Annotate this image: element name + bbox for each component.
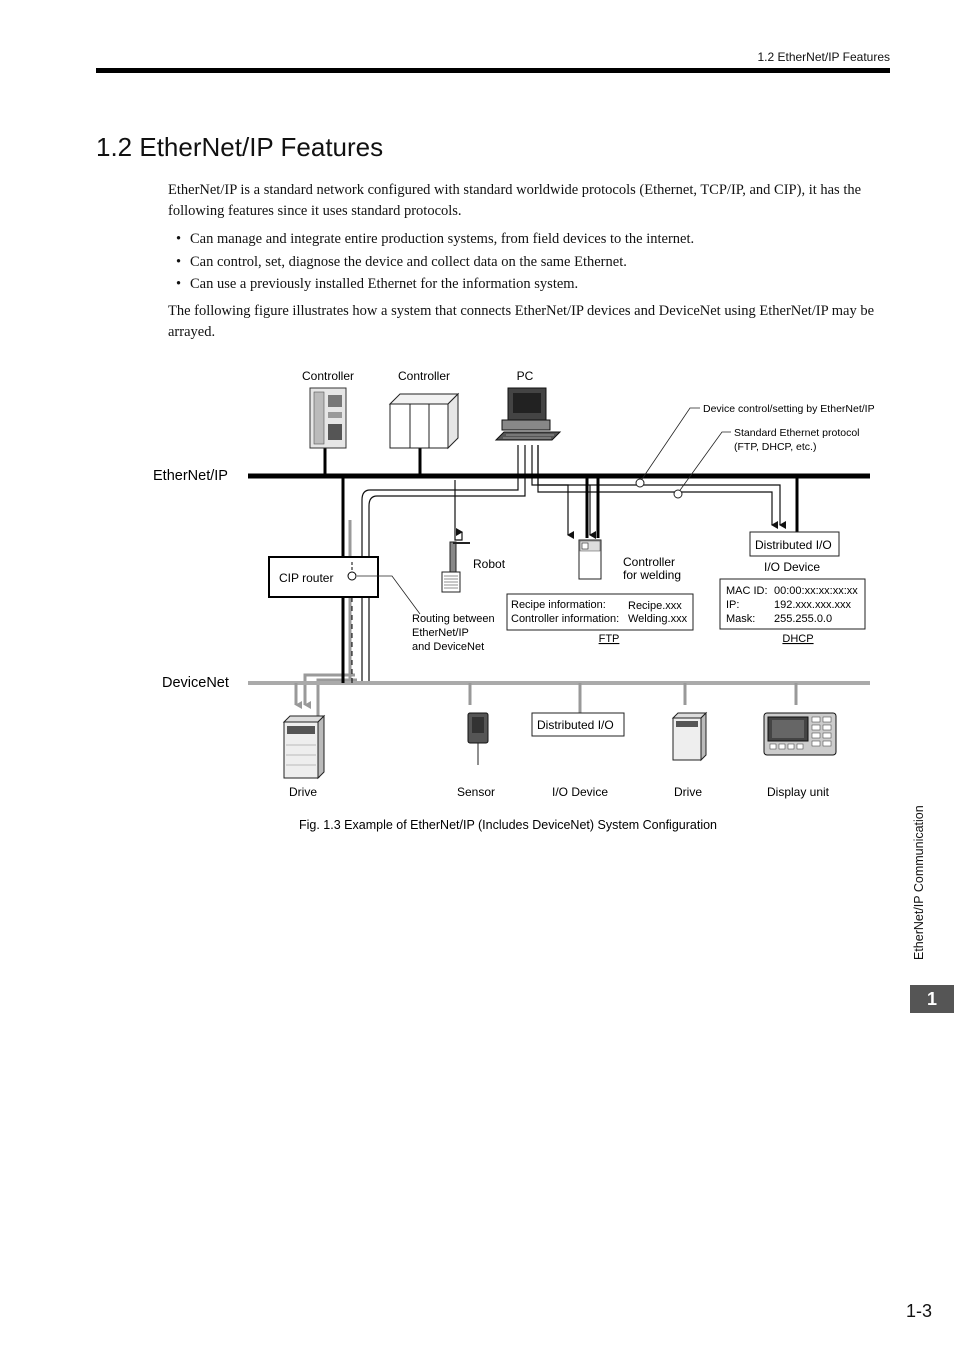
welding-controller-label-1: Controller <box>623 555 675 569</box>
page-number: 1-3 <box>905 1301 932 1321</box>
distributed-io-bottom-label: Distributed I/O <box>537 718 614 732</box>
pc-icon <box>494 387 562 441</box>
controller-info-label: Controller information: <box>511 613 619 625</box>
mask-value: 255.255.0.0 <box>774 613 832 625</box>
drive-icon-2 <box>671 711 708 762</box>
ethernet-routing-paths <box>361 445 786 685</box>
callout-standard-protocol-sub: (FTP, DHCP, etc.) <box>734 441 816 453</box>
figure-caption: Fig. 1.3 Example of EtherNet/IP (Include… <box>299 818 717 832</box>
robot-icon <box>441 541 470 593</box>
welding-controller-label-2: for welding <box>623 568 681 582</box>
mac-label: MAC ID: <box>726 585 768 597</box>
callout-standard-protocol: Standard Ethernet protocol <box>734 427 860 439</box>
ip-value: 192.xxx.xxx.xxx <box>774 599 852 611</box>
intro-paragraph: EtherNet/IP is a standard network config… <box>168 182 862 219</box>
ftp-info-box: Recipe information: Recipe.xxx Controlle… <box>506 593 694 631</box>
system-configuration-diagram: EtherNet/IP DeviceNet Controller Control… <box>153 369 875 832</box>
devicenet-drops <box>294 683 798 715</box>
section-title: 1.2 EtherNet/IP Features <box>96 132 384 162</box>
ftp-caption: FTP <box>599 633 620 645</box>
controller-device-icon <box>309 387 347 449</box>
dhcp-caption: DHCP <box>782 633 813 645</box>
controller-info-value: Welding.xxx <box>628 613 688 625</box>
robot-label: Robot <box>473 557 506 571</box>
chapter-side-label: EtherNet/IP Communication <box>912 805 926 960</box>
mac-value: 00:00:xx:xx:xx:xx <box>774 585 858 597</box>
controller-label-1: Controller <box>302 369 354 383</box>
distributed-io-top-label: Distributed I/O <box>755 538 832 552</box>
distributed-io-top-box <box>749 531 840 557</box>
recipe-info-value: Recipe.xxx <box>628 600 682 612</box>
running-head: 1.2 EtherNet/IP Features <box>757 50 890 64</box>
display-unit-label: Display unit <box>767 785 830 799</box>
drive-icon-1 <box>282 714 326 780</box>
rack-controller-icon <box>388 392 460 450</box>
drive-label-1: Drive <box>289 785 317 799</box>
routing-note-2: EtherNet/IP <box>412 627 469 639</box>
dhcp-info-box: MAC ID: 00:00:xx:xx:xx:xx IP: 192.xxx.xx… <box>719 578 866 630</box>
feature-item: Can use a previously installed Ethernet … <box>168 274 890 295</box>
drive-label-2: Drive <box>674 785 702 799</box>
recipe-info-label: Recipe information: <box>511 599 606 611</box>
io-device-bottom-label: I/O Device <box>552 785 608 799</box>
feature-item: Can manage and integrate entire producti… <box>168 229 890 250</box>
feature-item: Can control, set, diagnose the device an… <box>168 252 890 273</box>
ethernet-drops <box>323 448 799 557</box>
sensor-label: Sensor <box>457 785 495 799</box>
controller-label-2: Controller <box>398 369 450 383</box>
chapter-tab: 1 <box>910 985 954 1013</box>
welding-controller-icon <box>578 539 602 580</box>
pc-label: PC <box>517 369 534 383</box>
header-rule <box>96 68 890 73</box>
mask-label: Mask: <box>726 613 755 625</box>
sensor-icon <box>467 712 489 765</box>
cip-router-label: CIP router <box>279 571 333 585</box>
display-unit-icon <box>763 712 837 756</box>
ip-label: IP: <box>726 599 739 611</box>
routing-note-1: Routing between <box>412 613 495 625</box>
ethernet-label: EtherNet/IP <box>153 468 228 484</box>
figure-intro-paragraph: The following figure illustrates how a s… <box>168 303 875 340</box>
devicenet-label: DeviceNet <box>162 675 229 691</box>
body-text: EtherNet/IP is a standard network config… <box>168 180 890 350</box>
callout-device-control: Device control/setting by EtherNet/IP <box>703 403 875 415</box>
io-device-top-label: I/O Device <box>764 560 820 574</box>
cip-router-box <box>268 556 379 598</box>
routing-note-3: and DeviceNet <box>412 641 484 653</box>
distributed-io-bottom-box <box>531 712 625 737</box>
feature-list: Can manage and integrate entire producti… <box>168 229 890 295</box>
